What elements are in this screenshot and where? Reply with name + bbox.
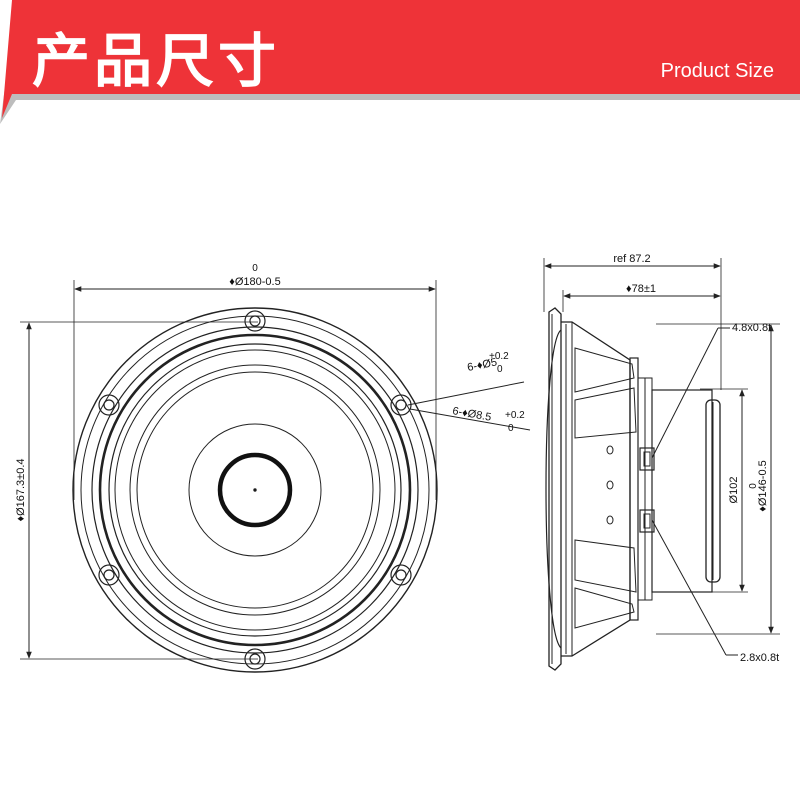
vent-hole [606, 445, 614, 455]
mounting-holes [98, 310, 412, 670]
hole-small-leader [407, 381, 525, 406]
cone-inner [136, 371, 374, 609]
hole-small-label: 6-♦Ø5 [466, 356, 498, 374]
front-flange [548, 307, 562, 671]
page-title: 产品尺寸 [32, 27, 281, 95]
terminal-small-leader [651, 519, 727, 656]
depth-label: ♦78±1 [626, 283, 656, 295]
outer-dia-label: ♦Ø180-0.5 [229, 276, 280, 288]
cone-outline [129, 364, 381, 616]
header-banner [0, 0, 800, 124]
hole-small-tolerance-upper: +0.2 [489, 351, 509, 362]
magnet [651, 389, 713, 593]
hole-small-tolerance-lower: 0 [497, 364, 503, 375]
magnet-dia-label: Ø102 [728, 477, 740, 504]
surround-inner [108, 343, 402, 637]
banner-fill [2, 0, 800, 118]
front-view [20, 280, 531, 673]
basket-outline [561, 321, 631, 657]
terminal-small-label: 2.8x0.8t [740, 652, 779, 664]
hole-large-label: 6-♦Ø8.5 [451, 405, 492, 424]
voice-coil-ring [217, 452, 293, 528]
center-dot [253, 488, 257, 492]
side-surround [545, 329, 562, 649]
basket-spoke-top [574, 347, 635, 393]
terminal-small [639, 509, 655, 533]
frame-dia-tolerance-upper: 0 [748, 483, 759, 489]
frame-dia-label: ♦Ø146-0.5 [757, 460, 769, 511]
frame-ring-3 [91, 326, 419, 654]
terminal-large-label: 4.8x0.8t [732, 322, 771, 334]
hole-large-tolerance-lower: 0 [508, 423, 514, 434]
terminal-large [639, 447, 655, 471]
page-subtitle: Product Size [660, 60, 774, 82]
surround-outer [98, 333, 412, 647]
frame-outer-ring [72, 307, 438, 673]
terminal-large-leader [651, 327, 719, 459]
side-view [543, 258, 780, 671]
surround-edge [114, 349, 396, 631]
hole-large-tolerance-upper: +0.2 [505, 410, 525, 421]
dust-cap [188, 423, 322, 557]
hole-large-leader [409, 408, 531, 431]
ref-depth-label: ref 87.2 [613, 253, 650, 265]
back-plate [705, 399, 721, 583]
outer-dia-tolerance-upper: 0 [252, 263, 258, 274]
height-label: ♦Ø167.3±0.4 [15, 458, 27, 521]
basket-spoke-bottom [574, 587, 635, 629]
